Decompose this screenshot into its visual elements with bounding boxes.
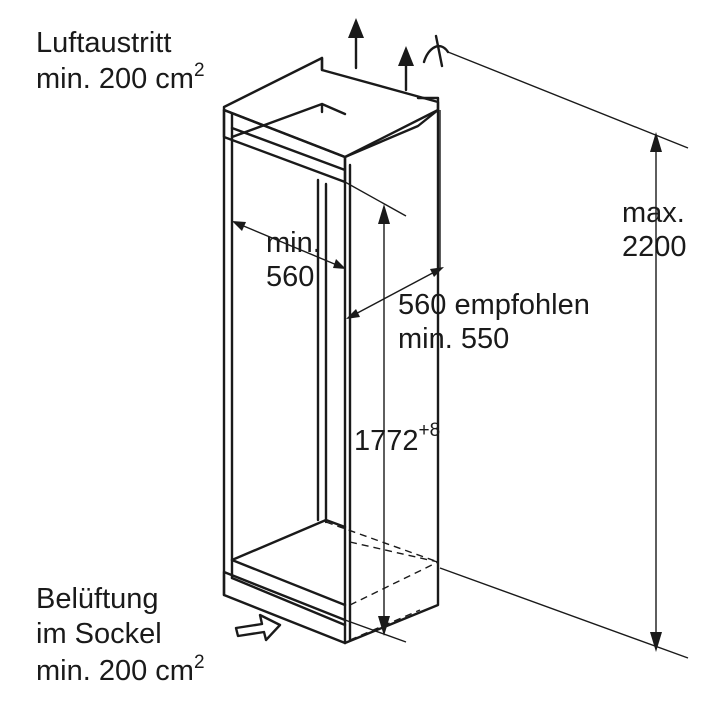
top-vent-right	[416, 96, 440, 112]
label-depth-min: min. 550	[398, 323, 509, 355]
cabinet-right-side	[343, 108, 440, 645]
dim-max-height	[439, 51, 689, 659]
label-air-outlet-sup: 2	[194, 60, 205, 81]
label-ventilation-location: im Sockel	[36, 618, 162, 650]
label-inner-width-min: min.	[266, 227, 321, 259]
cabinet-front-right-post	[343, 155, 352, 645]
cabinet-inner-top-back	[230, 102, 347, 139]
cabinet-front-left-post	[222, 108, 234, 597]
label-max-height-value: 2200	[622, 231, 687, 263]
dim-depth	[346, 110, 444, 319]
arrow-up-icon	[348, 18, 364, 70]
label-air-outlet-area-text: min. 200 cm	[36, 63, 194, 95]
cabinet-plinth-frame	[230, 558, 347, 627]
outline-arrow-right-icon	[234, 613, 282, 642]
cabinet-top-frame	[222, 108, 347, 184]
label-depth-recommended: 560 empfohlen	[398, 289, 590, 321]
niche-cabinet	[222, 56, 440, 645]
label-niche-height: 1772+8	[354, 420, 440, 457]
label-niche-height-value: 1772	[354, 425, 419, 457]
label-ventilation-area: min. 200 cm2	[36, 652, 205, 687]
cabinet-inner-back-post	[316, 178, 328, 524]
label-niche-height-tolerance: +8	[419, 420, 441, 441]
dim-niche-height	[344, 181, 407, 643]
cabinet-bottom-shelf	[222, 518, 347, 645]
label-ventilation-area-text: min. 200 cm	[36, 655, 194, 687]
label-air-outlet-area: min. 200 cm2	[36, 60, 205, 95]
label-ventilation-sup: 2	[194, 652, 205, 673]
label-inner-width-value: 560	[266, 261, 314, 293]
label-ventilation-title: Belüftung	[36, 583, 159, 615]
label-max-height-prefix: max.	[622, 197, 685, 229]
dim-inner-width	[232, 221, 346, 269]
break-symbol-icon	[422, 34, 450, 68]
label-air-outlet-title: Luftaustritt	[36, 27, 171, 59]
arrow-up-icon	[398, 46, 414, 92]
